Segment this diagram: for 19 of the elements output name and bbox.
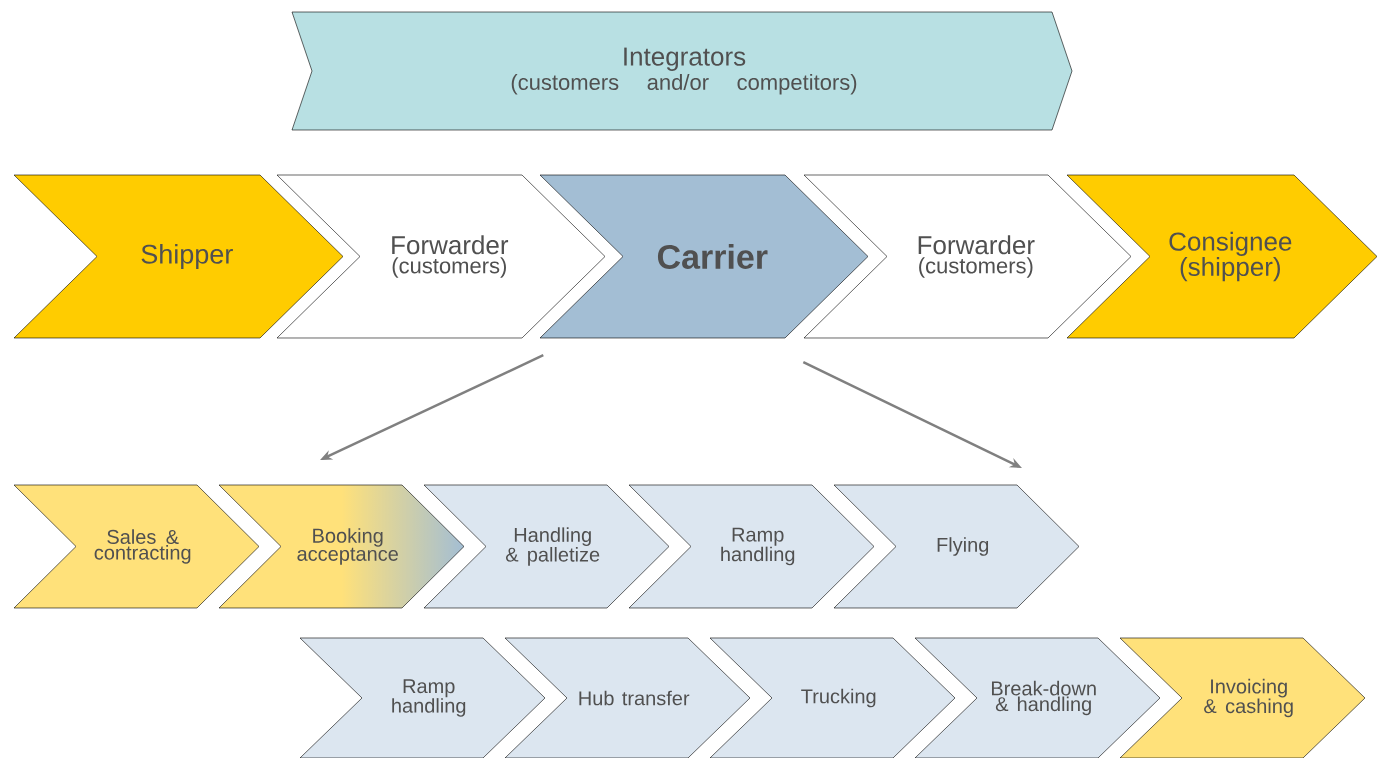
node-label: Ramp handling: [392, 679, 466, 717]
step-box: Forwarder (customers): [803, 174, 1132, 339]
step-box: Handling & palletize: [423, 484, 670, 609]
step-box: Break-down & handling: [914, 637, 1161, 758]
step-box: Shipper: [13, 174, 344, 339]
node-label: Break-down & handling: [991, 680, 1096, 716]
step-box: Ramp handling: [299, 637, 546, 758]
step-box: Carrier: [539, 174, 869, 339]
step-box: Consignee (shipper): [1066, 174, 1377, 339]
node-label: Trucking: [801, 688, 876, 708]
step-box: Ramp handling: [628, 484, 875, 609]
step-box: Integrators (customers and/or competitors): [291, 11, 1073, 131]
node-label: Hub transfer: [579, 690, 690, 706]
step-box: Forwarder (customers): [276, 174, 606, 339]
step-box: Invoicing & cashing: [1119, 637, 1366, 758]
step-box: Hub transfer: [504, 637, 751, 758]
step-box: Sales & contracting: [13, 484, 260, 609]
step-box: Flying: [833, 484, 1080, 609]
step-box: Trucking: [709, 637, 956, 758]
